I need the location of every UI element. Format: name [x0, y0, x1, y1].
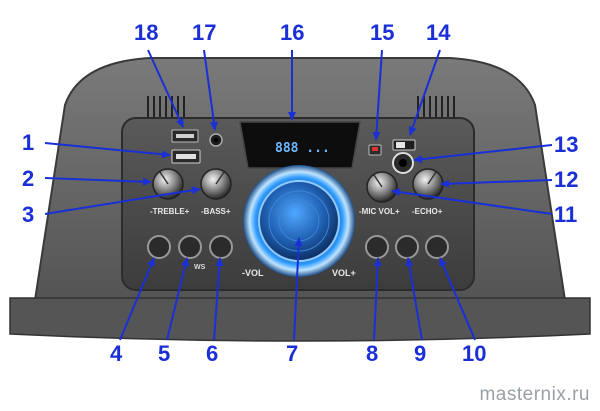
button-10: [425, 235, 449, 259]
callout-13: 13: [554, 132, 578, 157]
bass-label: -BASS+: [201, 207, 231, 216]
arrow-6: [213, 257, 224, 341]
callout-arrows: [44, 49, 553, 341]
treble-knob: [152, 168, 184, 200]
button-5: [178, 235, 202, 259]
callout-16: 16: [280, 20, 304, 45]
callout-2: 2: [22, 166, 34, 191]
arrow-3: [44, 186, 201, 215]
aux-jack: [209, 133, 223, 147]
mic-vol-label: -MIC VOL+: [359, 207, 400, 216]
arrow-10: [439, 257, 476, 341]
vol-minus-label: -VOL: [242, 268, 264, 278]
arrow-7: [293, 237, 303, 341]
arrow-18: [147, 49, 184, 128]
arrow-13: [413, 144, 553, 164]
callout-15: 15: [370, 20, 394, 45]
callout-12: 12: [554, 167, 578, 192]
arrow-11: [391, 188, 553, 215]
power-indicator: [368, 144, 382, 156]
right-button-group: [365, 235, 449, 259]
callout-6: 6: [206, 341, 218, 366]
arrow-14: [408, 49, 441, 136]
button-6: [209, 235, 233, 259]
arrow-12: [440, 179, 553, 188]
left-button-group: WS: [147, 235, 233, 271]
callout-4: 4: [110, 341, 123, 366]
callout-11: 11: [554, 202, 577, 227]
arrow-2: [44, 177, 152, 186]
vol-plus-label: VOL+: [332, 268, 356, 278]
watermark: masternix.ru: [479, 384, 590, 405]
callout-1: 1: [22, 130, 34, 155]
display-reading: 888 ...: [275, 141, 330, 156]
callout-10: 10: [462, 341, 486, 366]
usb-port-bottom: [171, 149, 201, 164]
led-display: 888 ...: [239, 121, 361, 169]
callout-14: 14: [426, 20, 451, 45]
arrow-17: [203, 49, 218, 131]
arrow-5: [166, 257, 189, 341]
treble-label: -TREBLE+: [150, 207, 190, 216]
arrow-1: [44, 142, 171, 159]
callout-8: 8: [366, 341, 378, 366]
arrow-9: [405, 257, 423, 341]
button-5-mark: WS: [194, 264, 206, 271]
mic-volume-knob: [366, 171, 398, 203]
mic-jack: [392, 152, 414, 174]
button-8: [365, 235, 389, 259]
arrow-4: [119, 257, 155, 341]
callout-3: 3: [22, 202, 34, 227]
grille-slots: [147, 96, 455, 118]
button-4: [147, 235, 171, 259]
callout-7: 7: [286, 341, 298, 366]
arrow-15: [372, 49, 383, 141]
callout-numbers: 1 2 3 4 5 6 7 8 9 10 11 12 13 14 15 16 1…: [22, 20, 578, 366]
callout-9: 9: [414, 341, 426, 366]
volume-dial: [243, 165, 355, 277]
callout-17: 17: [192, 20, 216, 45]
callout-5: 5: [158, 341, 170, 366]
arrow-8: [373, 257, 382, 341]
bass-knob: [200, 168, 232, 200]
button-9: [395, 235, 419, 259]
echo-label: -ECHO+: [412, 207, 443, 216]
callout-18: 18: [134, 20, 158, 45]
power-switch: [392, 139, 416, 151]
usb-port-top: [171, 129, 199, 143]
